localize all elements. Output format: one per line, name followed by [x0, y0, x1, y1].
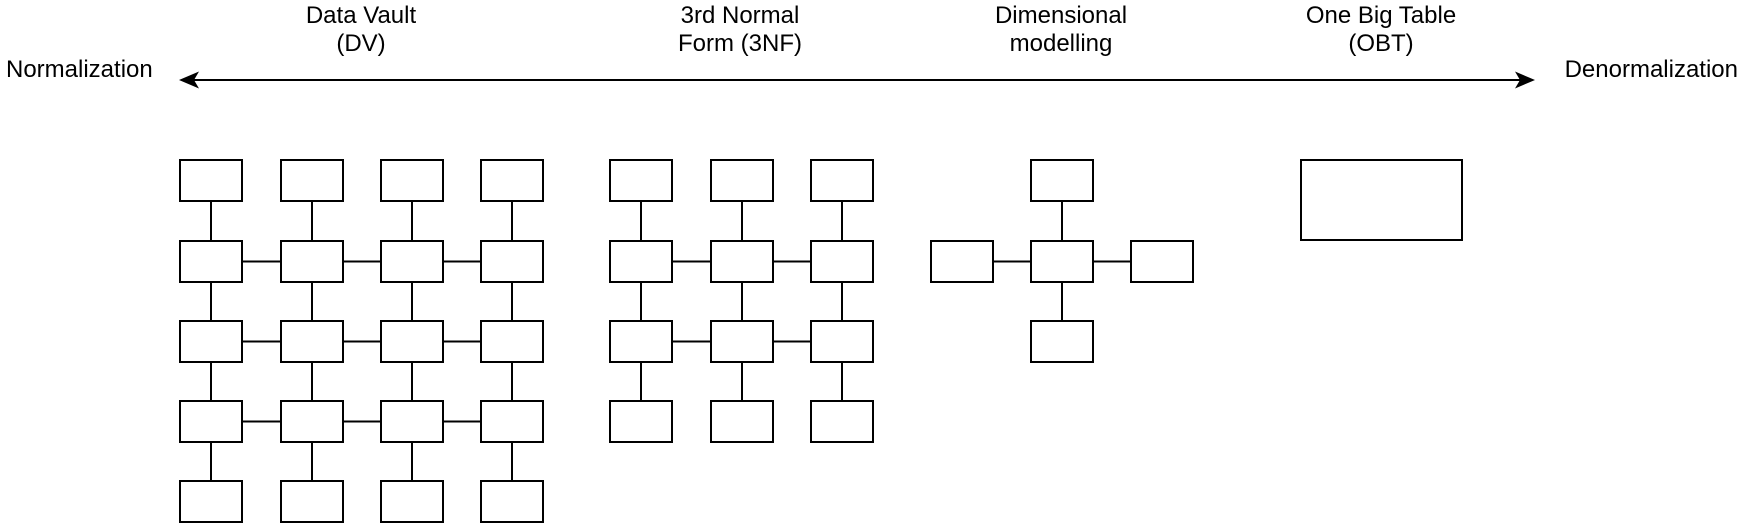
data-vault-table-box	[380, 320, 444, 363]
data-vault-table-box	[380, 400, 444, 443]
third-normal-form-table-box	[609, 240, 673, 283]
dimensional-modelling-label-line2: modelling	[1009, 30, 1113, 57]
data-vault-table-box	[280, 240, 344, 283]
third-normal-form-table-box	[810, 159, 874, 202]
third-normal-form-table-box	[609, 400, 673, 443]
denormalization-label: Denormalization	[1564, 56, 1738, 83]
data-vault-table-box	[280, 159, 344, 202]
data-vault-table-box	[480, 240, 544, 283]
third-normal-form-label-line2: Form (3NF)	[678, 30, 802, 57]
dimensional-modelling-label: Dimensional modelling	[995, 2, 1127, 58]
dimensional-modelling-label-line1: Dimensional	[994, 2, 1128, 29]
dimensional-modelling-dimension-box	[930, 240, 994, 283]
data-vault-table-box	[380, 159, 444, 202]
data-vault-table-box	[480, 159, 544, 202]
dimensional-modelling-dimension-box	[1130, 240, 1194, 283]
third-normal-form-table-box	[710, 400, 774, 443]
data-vault-table-box	[480, 480, 544, 523]
arrowhead-left-icon	[179, 71, 199, 89]
data-vault-table-box	[179, 320, 243, 363]
data-vault-table-box	[380, 480, 444, 523]
data-vault-label: Data Vault (DV)	[306, 2, 416, 58]
third-normal-form-table-box	[710, 159, 774, 202]
one-big-table-table-box	[1300, 159, 1463, 241]
one-big-table-label: One Big Table (OBT)	[1306, 2, 1456, 58]
data-vault-table-box	[280, 400, 344, 443]
one-big-table-label-line1: One Big Table	[1305, 2, 1457, 29]
data-vault-table-box	[179, 400, 243, 443]
data-vault-label-line1: Data Vault	[305, 2, 417, 29]
data-vault-table-box	[280, 320, 344, 363]
third-normal-form-table-box	[710, 240, 774, 283]
arrowhead-right-icon	[1515, 71, 1535, 89]
dimensional-modelling-fact-box	[1030, 240, 1094, 283]
third-normal-form-table-box	[710, 320, 774, 363]
data-vault-table-box	[380, 240, 444, 283]
data-vault-table-box	[179, 480, 243, 523]
third-normal-form-label: 3rd Normal Form (3NF)	[678, 2, 802, 58]
third-normal-form-label-line1: 3rd Normal	[680, 2, 800, 29]
third-normal-form-table-box	[810, 400, 874, 443]
third-normal-form-table-box	[609, 159, 673, 202]
data-vault-table-box	[179, 240, 243, 283]
data-vault-table-box	[280, 480, 344, 523]
one-big-table-label-line2: (OBT)	[1348, 30, 1414, 57]
data-vault-label-line2: (DV)	[336, 30, 386, 57]
dimensional-modelling-dimension-box	[1030, 159, 1094, 202]
dimensional-modelling-dimension-box	[1030, 320, 1094, 363]
third-normal-form-table-box	[609, 320, 673, 363]
third-normal-form-table-box	[810, 240, 874, 283]
third-normal-form-table-box	[810, 320, 874, 363]
data-vault-table-box	[179, 159, 243, 202]
data-vault-table-box	[480, 400, 544, 443]
normalization-label: Normalization	[6, 56, 153, 83]
data-vault-table-box	[480, 320, 544, 363]
